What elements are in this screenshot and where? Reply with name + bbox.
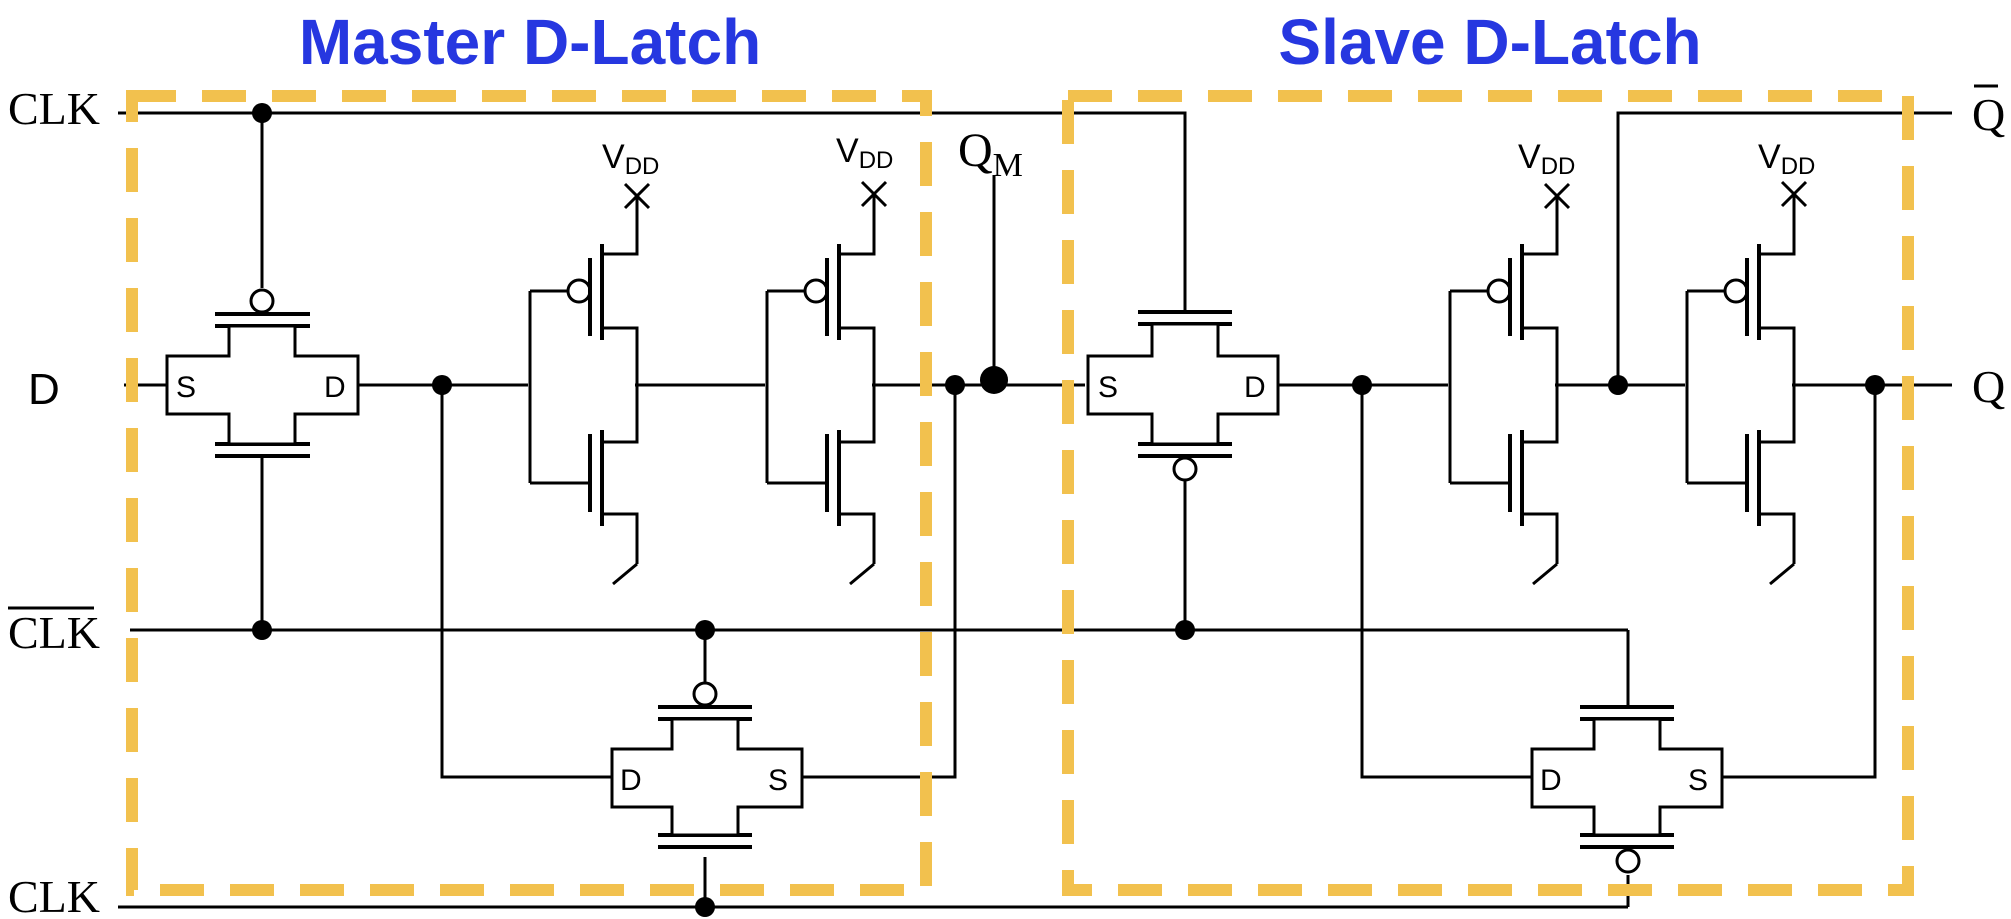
- junction-dots: [252, 103, 1885, 917]
- d-input-label: D: [28, 365, 60, 414]
- inverter-2: [765, 180, 888, 586]
- tg1-source-pin: S: [176, 371, 196, 404]
- master-latch-boundary: [126, 90, 932, 896]
- inverter-1: [528, 182, 651, 586]
- tg2-drain-pin: D: [620, 764, 642, 797]
- cmos-inverters: [528, 180, 1808, 586]
- tg1-drain-pin: D: [324, 371, 346, 404]
- slave-latch-title: Slave D-Latch: [1278, 6, 1701, 78]
- vdd-label-4: VDD: [1758, 138, 1815, 180]
- clk-bar-label: CLK: [8, 606, 100, 658]
- clk-top-label: CLK: [8, 83, 100, 134]
- tg2-source-pin: S: [768, 764, 788, 797]
- q-output-label: Q: [1972, 361, 2005, 412]
- q-bar-output-label: Q: [1972, 84, 2005, 140]
- vdd-label-1: VDD: [602, 138, 659, 180]
- tg3-drain-pin: D: [1244, 371, 1266, 404]
- tg4-source-pin: S: [1688, 764, 1708, 797]
- transmission-gate-2: D S: [610, 681, 804, 849]
- inverter-3: [1448, 182, 1571, 586]
- transmission-gate-3: S D: [1086, 310, 1280, 482]
- transmission-gate-1: S D: [165, 288, 360, 458]
- svg-text:Q: Q: [1972, 89, 2005, 140]
- tg4-drain-pin: D: [1540, 764, 1562, 797]
- vdd-label-2: VDD: [836, 132, 893, 174]
- master-latch-title: Master D-Latch: [299, 6, 761, 78]
- transmission-gate-4: D S: [1530, 705, 1724, 874]
- qm-node-label: QM: [958, 124, 1023, 184]
- inverter-4: [1685, 180, 1808, 586]
- svg-text:CLK: CLK: [8, 607, 100, 658]
- slave-latch-boundary: [1062, 90, 1914, 896]
- clk-bottom-label: CLK: [8, 871, 100, 919]
- vdd-label-3: VDD: [1518, 138, 1575, 180]
- tg3-source-pin: S: [1098, 371, 1118, 404]
